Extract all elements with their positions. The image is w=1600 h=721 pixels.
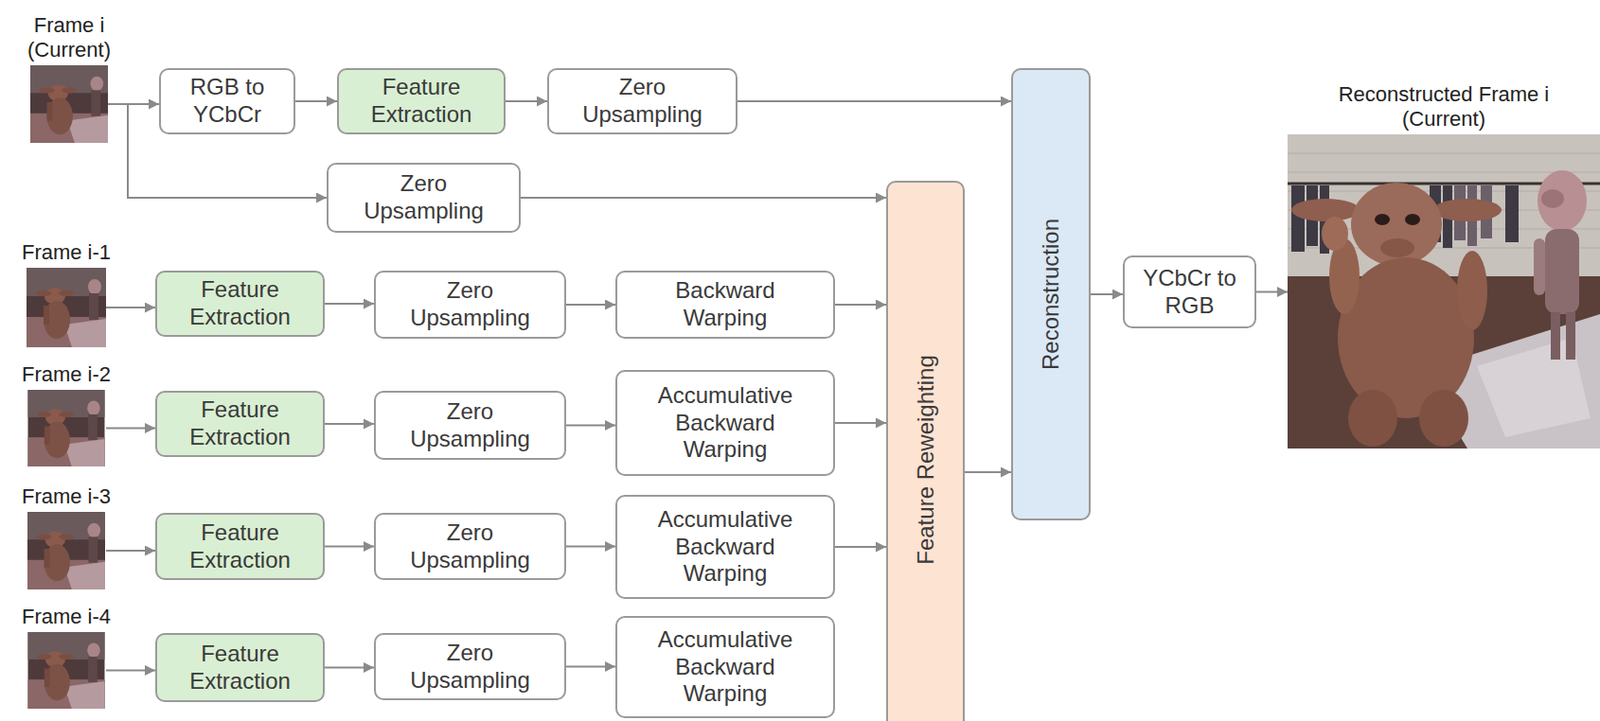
box-label: RGB to YCbCr — [170, 73, 285, 129]
box-label: Accumulative Backward Warping — [654, 626, 797, 709]
flow-arrow — [566, 666, 616, 669]
feature-box: Feature Extraction — [155, 391, 325, 458]
reweighting-bar: Feature Reweighting — [886, 180, 965, 721]
box-label: Feature Extraction — [345, 73, 498, 129]
process-box: Zero Upsampling — [373, 633, 567, 701]
frame-label: Frame i (Current) — [12, 13, 126, 62]
box-label: Feature Extraction — [164, 396, 317, 452]
flow-arrow — [566, 303, 616, 306]
process-box: Zero Upsampling — [373, 391, 567, 461]
flow-arrow — [835, 303, 887, 306]
flow-arrow — [964, 471, 1012, 474]
flow-arrow — [106, 550, 156, 552]
input-frame: Frame i-3 — [26, 512, 107, 590]
feature-box: Feature Extraction — [337, 68, 506, 135]
box-label: Zero Upsampling — [390, 519, 552, 575]
flow-arrow — [1256, 291, 1288, 294]
input-frame: Frame i-2 — [26, 390, 107, 467]
process-box: Accumulative Backward Warping — [615, 495, 836, 600]
flow-arrow — [324, 667, 374, 670]
flow-arrow — [520, 196, 887, 199]
frame-thumbnail — [30, 65, 108, 143]
feature-box: Feature Extraction — [155, 270, 325, 338]
frame-thumbnail — [27, 512, 106, 590]
flow-arrow — [835, 546, 887, 549]
box-label: Zero Upsampling — [390, 277, 552, 333]
process-box: Accumulative Backward Warping — [615, 370, 836, 477]
reconstruction-bar: Reconstruction — [1011, 68, 1091, 521]
process-box: Zero Upsampling — [373, 270, 567, 339]
box-label: Feature Reweighting — [912, 355, 940, 565]
process-box: RGB to YCbCr — [159, 68, 296, 135]
process-box: Accumulative Backward Warping — [615, 616, 836, 719]
box-label: Accumulative Backward Warping — [654, 382, 797, 464]
flow-arrow — [324, 423, 374, 426]
process-box: Backward Warping — [615, 270, 836, 339]
reconstructed-image — [1287, 134, 1600, 449]
box-label: Zero Upsampling — [390, 640, 552, 695]
frame-label: Frame i-1 — [4, 240, 128, 265]
process-box: Zero Upsampling — [547, 68, 738, 135]
frame-thumbnail — [28, 632, 106, 710]
flow-arrow — [106, 670, 156, 673]
flow-arrow — [1090, 293, 1123, 296]
feature-box: Feature Extraction — [155, 633, 325, 703]
input-frame: Frame i-4 — [26, 632, 107, 710]
flow-arrow — [835, 422, 887, 425]
flow-arrow — [566, 546, 616, 549]
frame-label: Frame i-4 — [4, 604, 128, 629]
frame-thumbnail — [26, 267, 107, 348]
input-frame: Frame i (Current) — [30, 65, 108, 143]
frame-label: Frame i-3 — [4, 484, 128, 509]
box-label: Feature Extraction — [164, 640, 317, 696]
frame-thumbnail — [28, 390, 106, 467]
box-label: YCbCr to RGB — [1133, 265, 1247, 320]
box-label: Zero Upsampling — [390, 398, 552, 454]
box-label: Feature Extraction — [164, 519, 317, 575]
box-label: Accumulative Backward Warping — [654, 506, 797, 588]
process-box: YCbCr to RGB — [1122, 255, 1257, 329]
flow-arrow — [566, 425, 616, 427]
feature-box: Feature Extraction — [155, 513, 325, 581]
frame-label: Frame i-2 — [4, 362, 128, 387]
flow-arrow — [324, 302, 374, 305]
box-label: Backward Warping — [654, 277, 797, 333]
flow-arrow — [106, 306, 156, 309]
process-box: Zero Upsampling — [326, 162, 521, 233]
box-label: Reconstruction — [1037, 218, 1065, 371]
flow-arrow — [295, 100, 338, 103]
flow-arrow — [505, 100, 548, 103]
flow-arrow — [106, 427, 156, 430]
process-box: Zero Upsampling — [373, 513, 567, 581]
flow-arrow — [324, 546, 374, 549]
box-label: Feature Extraction — [164, 276, 317, 332]
output-frame: Reconstructed Frame i (Current) — [1287, 134, 1600, 449]
flow-arrow — [737, 100, 1012, 103]
frame-label: Reconstructed Frame i (Current) — [1320, 82, 1567, 131]
input-frame: Frame i-1 — [26, 267, 107, 348]
box-label: Zero Upsampling — [343, 170, 505, 226]
box-label: Zero Upsampling — [562, 73, 724, 129]
